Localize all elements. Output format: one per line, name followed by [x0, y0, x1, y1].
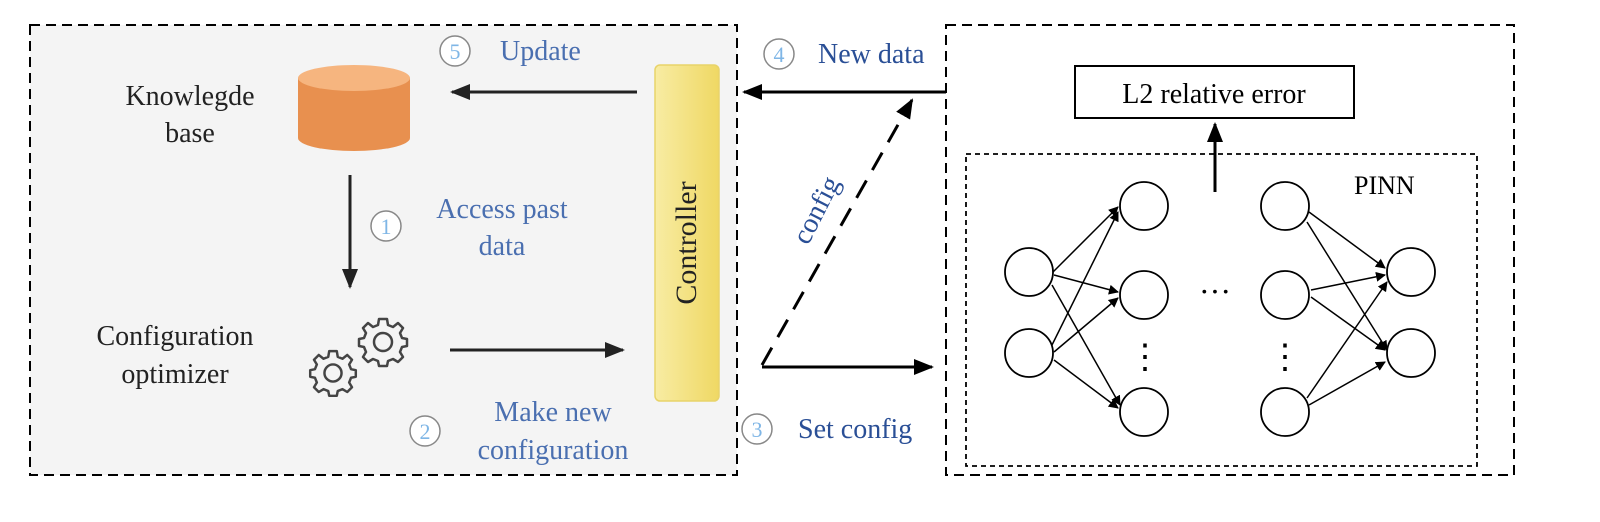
hidden-neuron [1119, 181, 1169, 231]
make-config-label-1: Make new [494, 397, 612, 428]
svg-text:2: 2 [420, 419, 431, 444]
output-neuron [1386, 247, 1436, 297]
step-2-badge: 2 [409, 415, 441, 447]
config-label: config [787, 171, 847, 249]
vertical-ellipsis-right: ⋮ [1268, 339, 1302, 376]
step-5-badge: 5 [439, 35, 471, 67]
input-neuron [1004, 328, 1054, 378]
output-neuron [1386, 328, 1436, 378]
svg-text:5: 5 [450, 39, 461, 64]
pinn-box [965, 153, 1478, 467]
hidden-neuron [1260, 270, 1310, 320]
step-1-badge: 1 [370, 210, 402, 242]
step-4-badge: 4 [763, 38, 795, 70]
hidden-neuron [1260, 181, 1310, 231]
hidden-neuron [1260, 387, 1310, 437]
gear-icon [308, 349, 358, 398]
pinn-label: PINN [1354, 171, 1415, 200]
hidden-neuron [1119, 270, 1169, 320]
access-label-1: Access past [436, 194, 568, 225]
access-label-2: data [479, 231, 526, 262]
new-data-label: New data [818, 39, 925, 70]
svg-text:3: 3 [752, 417, 763, 442]
update-label: Update [500, 36, 581, 67]
optimizer-label-1: Configuration [96, 321, 253, 352]
nn-edges [1051, 206, 1388, 409]
controller-label: Controller [670, 181, 703, 304]
input-neuron [1004, 247, 1054, 297]
knowledge-base-label-2: base [165, 118, 215, 149]
optimizer-label-2: optimizer [121, 359, 229, 390]
vertical-ellipsis-left: ⋮ [1128, 339, 1162, 376]
set-config-label: Set config [798, 414, 912, 445]
svg-text:1: 1 [381, 214, 392, 239]
step-3-badge: 3 [741, 413, 773, 445]
svg-text:4: 4 [774, 42, 785, 67]
error-box [1074, 65, 1355, 119]
hidden-neuron [1119, 387, 1169, 437]
controller-box [654, 64, 720, 402]
nn-neurons [1004, 181, 1436, 437]
knowledge-base-label-1: Knowlegde [125, 81, 254, 112]
config-dashed-arrow [760, 98, 914, 366]
database-icon [298, 65, 410, 151]
hidden-ellipsis: ··· [1199, 273, 1231, 309]
make-config-label-2: configuration [478, 435, 629, 466]
error-label: L2 relative error [1122, 79, 1306, 110]
gear-icon [357, 317, 409, 368]
